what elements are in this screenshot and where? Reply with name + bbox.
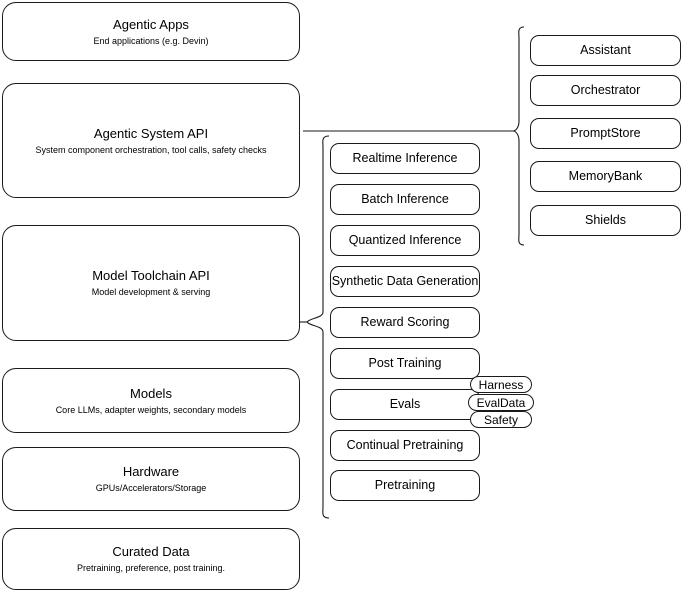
toolchain-component-realtime-inference[interactable]: Realtime Inference: [330, 143, 480, 174]
stack-layer-title: Model Toolchain API: [92, 268, 210, 283]
agentic-component-orchestrator[interactable]: Orchestrator: [530, 75, 681, 106]
tag-label: Safety: [483, 412, 519, 427]
stack-layer-models[interactable]: Models Core LLMs, adapter weights, secon…: [2, 368, 300, 433]
stack-layer-title: Curated Data: [112, 544, 190, 559]
toolchain-component-evals[interactable]: Evals: [330, 389, 480, 420]
stack-layer-hardware[interactable]: Hardware GPUs/Accelerators/Storage: [2, 447, 300, 511]
stack-layer-agentic-system-api[interactable]: Agentic System API System component orch…: [2, 83, 300, 198]
component-label: Shields: [585, 213, 626, 227]
component-label: MemoryBank: [568, 169, 643, 183]
toolchain-component-reward-scoring[interactable]: Reward Scoring: [330, 307, 480, 338]
tag-label: Harness: [478, 377, 524, 392]
component-label: Synthetic Data Generation: [331, 274, 479, 288]
agentic-component-assistant[interactable]: Assistant: [530, 35, 681, 66]
component-label: Continual Pretraining: [346, 438, 464, 452]
component-label: Batch Inference: [361, 192, 449, 206]
component-label: Evals: [389, 397, 421, 411]
stack-layer-subtitle: End applications (e.g. Devin): [93, 35, 209, 46]
evals-tag-harness[interactable]: Harness: [470, 376, 532, 393]
agentic-component-shields[interactable]: Shields: [530, 205, 681, 236]
component-label: Orchestrator: [570, 83, 641, 97]
component-label: PromptStore: [570, 126, 641, 140]
agentic-component-promptstore[interactable]: PromptStore: [530, 118, 681, 149]
evals-tag-safety[interactable]: Safety: [470, 411, 532, 428]
toolchain-component-continual-pretraining[interactable]: Continual Pretraining: [330, 430, 480, 461]
component-label: Realtime Inference: [352, 151, 458, 165]
stack-layer-title: Agentic Apps: [113, 16, 189, 32]
component-label: Reward Scoring: [360, 315, 450, 329]
stack-layer-subtitle: Pretraining, preference, post training.: [76, 563, 226, 573]
component-label: Post Training: [368, 356, 442, 370]
stack-layer-title: Models: [130, 385, 172, 401]
stack-layer-model-toolchain-api[interactable]: Model Toolchain API Model development & …: [2, 225, 300, 341]
stack-layer-subtitle: Core LLMs, adapter weights, secondary mo…: [55, 404, 247, 415]
component-label: Assistant: [580, 43, 631, 57]
stack-layer-agentic-apps[interactable]: Agentic Apps End applications (e.g. Devi…: [2, 2, 300, 61]
stack-layer-curated-data[interactable]: Curated Data Pretraining, preference, po…: [2, 528, 300, 590]
evals-tag-evaldata[interactable]: EvalData: [468, 394, 534, 411]
toolchain-component-post-training[interactable]: Post Training: [330, 348, 480, 379]
toolchain-component-batch-inference[interactable]: Batch Inference: [330, 184, 480, 215]
toolchain-component-quantized-inference[interactable]: Quantized Inference: [330, 225, 480, 256]
stack-layer-subtitle: System component orchestration, tool cal…: [35, 144, 267, 155]
brace-agentic-components: [512, 26, 525, 246]
stack-layer-title: Hardware: [122, 464, 180, 479]
component-label: Quantized Inference: [348, 233, 462, 247]
tag-label: EvalData: [476, 395, 526, 410]
stack-layer-title: Agentic System API: [93, 125, 209, 141]
toolchain-component-synthetic-data-generation[interactable]: Synthetic Data Generation: [330, 266, 480, 297]
brace-toolchain-components: [306, 135, 330, 519]
stack-layer-subtitle: GPUs/Accelerators/Storage: [95, 483, 207, 493]
component-label: Pretraining: [374, 478, 436, 492]
agentic-component-memorybank[interactable]: MemoryBank: [530, 161, 681, 192]
stack-layer-subtitle: Model development & serving: [91, 287, 211, 297]
toolchain-component-pretraining[interactable]: Pretraining: [330, 470, 480, 501]
